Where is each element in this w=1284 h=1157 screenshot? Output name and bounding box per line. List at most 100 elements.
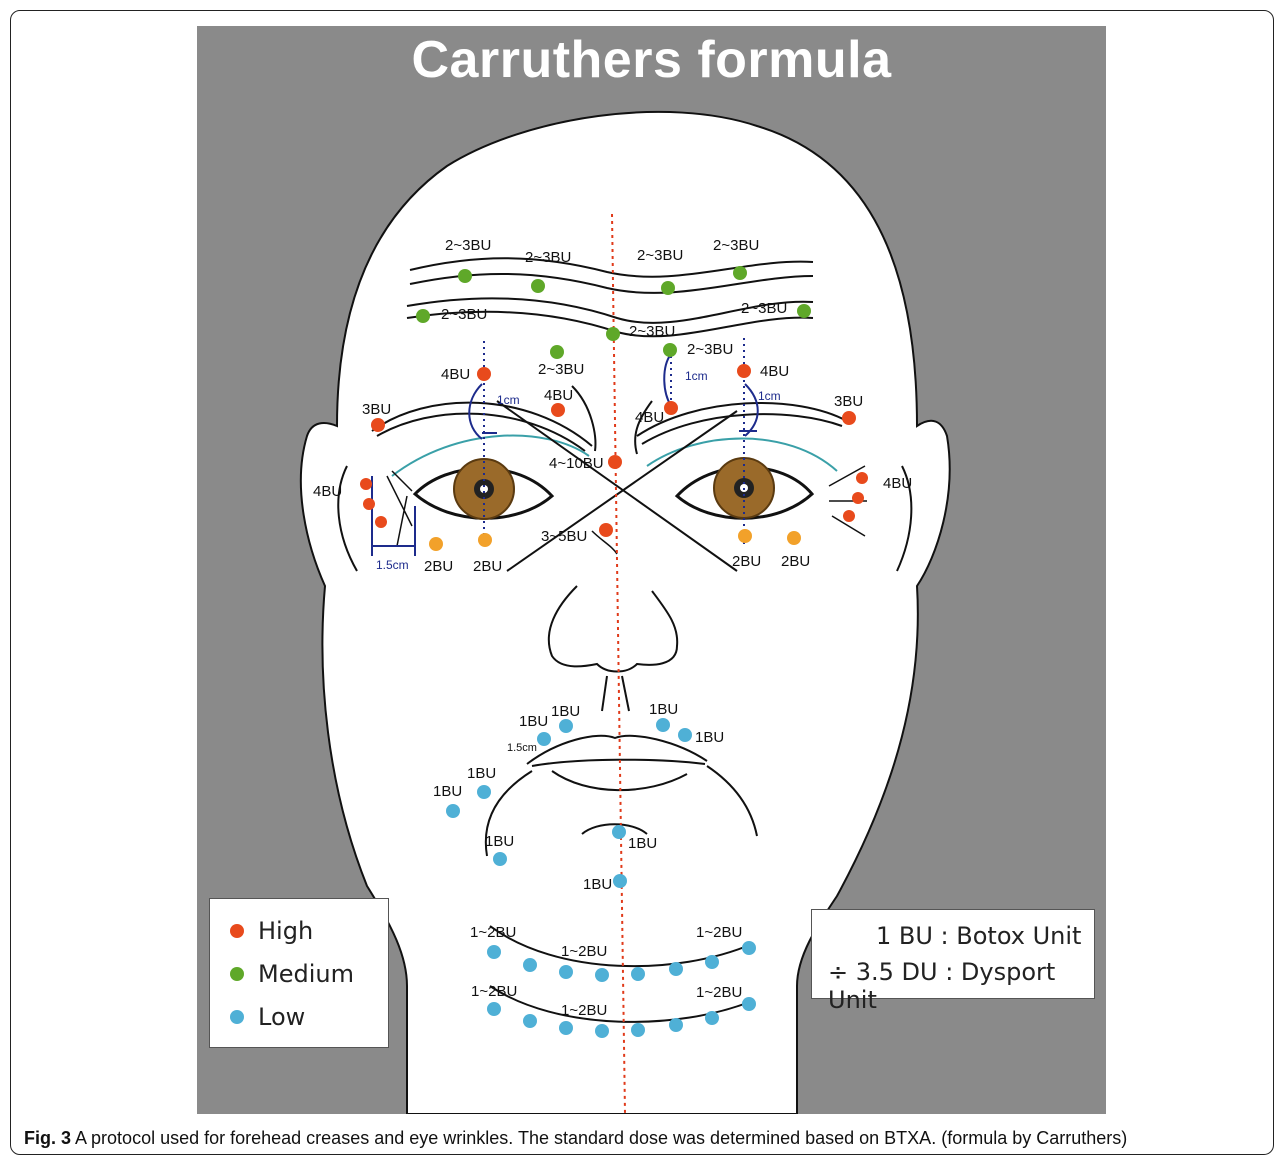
label: 1cm <box>497 393 520 407</box>
ear-right <box>896 465 913 572</box>
legend-medium: Medium <box>230 960 354 988</box>
dot-medium <box>606 327 620 341</box>
glabella-fold-l <box>571 385 597 452</box>
dot-high <box>551 403 565 417</box>
units-box: 1 BU : Botox Unit ÷ 3.5 DU : Dysport Uni… <box>811 909 1095 1014</box>
label: 4BU <box>635 409 664 426</box>
label: 2BU <box>473 558 502 575</box>
label: 2~3BU <box>629 323 675 340</box>
high-dot-icon <box>230 924 244 938</box>
dose2-dots <box>429 529 801 551</box>
dot-medium <box>733 266 747 280</box>
dot-high <box>608 455 622 469</box>
nasolabial-left <box>601 675 608 712</box>
label: 4BU <box>760 363 789 380</box>
dot-low <box>559 965 573 979</box>
diagram-panel: Carruthers formula <box>197 26 1106 1114</box>
marionette-left <box>484 770 533 857</box>
label: 2BU <box>732 553 761 570</box>
dot-low <box>595 1024 609 1038</box>
label: 3~5BU <box>541 528 587 545</box>
label: 4BU <box>313 483 342 500</box>
label: 2~3BU <box>741 300 787 317</box>
head-outline <box>299 110 951 1114</box>
dot-low <box>537 732 551 746</box>
label: 1cm <box>685 369 708 383</box>
dot-high <box>852 492 864 504</box>
dot-low <box>559 1021 573 1035</box>
dot-medium <box>531 279 545 293</box>
label: 1BU <box>485 833 514 850</box>
label: 4BU <box>883 475 912 492</box>
label: 4~10BU <box>549 455 604 472</box>
label: 2~3BU <box>525 249 571 266</box>
medium-dots <box>416 266 811 359</box>
figure-caption: Fig. 3 A protocol used for forehead crea… <box>24 1128 1127 1149</box>
dot-low <box>523 958 537 972</box>
dot-2bu <box>787 531 801 545</box>
dot-medium <box>416 309 430 323</box>
label: 1~2BU <box>561 943 607 960</box>
caption-text: A protocol used for forehead creases and… <box>71 1128 1128 1148</box>
lower-lip <box>551 770 688 792</box>
legend-medium-label: Medium <box>258 960 354 988</box>
dot-medium <box>663 343 677 357</box>
neck-line-1 <box>489 925 753 968</box>
dot-low <box>669 1018 683 1032</box>
label: 2~3BU <box>687 341 733 358</box>
dot-low <box>595 968 609 982</box>
brow-right-2 <box>641 413 843 445</box>
orbit-right <box>646 437 838 472</box>
glabella-line-1 <box>496 400 738 572</box>
dot-low <box>523 1014 537 1028</box>
nose <box>547 585 679 673</box>
medium-dot-icon <box>230 967 244 981</box>
legend-low: Low <box>230 1003 305 1031</box>
crease-1 <box>409 257 814 278</box>
low-dots <box>446 718 756 1038</box>
brow-left-2 <box>376 412 586 452</box>
label: 1BU <box>467 765 496 782</box>
marionette-right <box>706 765 758 837</box>
upper-lip <box>526 734 708 765</box>
dot-low <box>705 955 719 969</box>
legend-low-label: Low <box>258 1003 306 1031</box>
dot-medium <box>550 345 564 359</box>
figure-frame <box>10 10 1274 1155</box>
label: 1BU <box>583 876 612 893</box>
label: 1BU <box>649 701 678 718</box>
label: 1~2BU <box>471 983 517 1000</box>
nasolabial-right <box>621 675 630 712</box>
dot-medium <box>661 281 675 295</box>
dot-low <box>613 874 627 888</box>
glabella-line-2 <box>506 410 738 572</box>
glabella-fold-r <box>634 400 653 455</box>
crow-lines-left <box>386 470 413 547</box>
chin-crease <box>581 823 648 835</box>
dot-high <box>664 401 678 415</box>
dot-high <box>363 498 375 510</box>
dot-high <box>375 516 387 528</box>
dot-low <box>477 785 491 799</box>
label: 4BU <box>544 387 573 404</box>
legend-high: High <box>230 917 313 945</box>
dot-low <box>678 728 692 742</box>
diagram-title: Carruthers formula <box>411 31 892 89</box>
label: 1~2BU <box>696 924 742 941</box>
dot-low <box>487 1002 501 1016</box>
dot-high <box>599 523 613 537</box>
label: 1BU <box>519 713 548 730</box>
label: 1~2BU <box>696 984 742 1001</box>
high-dots <box>360 364 868 537</box>
label: 1.5cm <box>507 742 537 754</box>
crease-3 <box>406 297 814 324</box>
legend: High Medium Low <box>209 898 389 1048</box>
dot-low <box>559 719 573 733</box>
dot-low <box>705 1011 719 1025</box>
brow-left <box>371 401 593 447</box>
label: 1BU <box>628 835 657 852</box>
label: 2~3BU <box>713 237 759 254</box>
dot-2bu <box>478 533 492 547</box>
dose-labels: 2~3BU 2~3BU 2~3BU 2~3BU 2~3BU 2~3BU 2~3B… <box>313 237 912 1019</box>
orbit-left <box>391 434 590 477</box>
